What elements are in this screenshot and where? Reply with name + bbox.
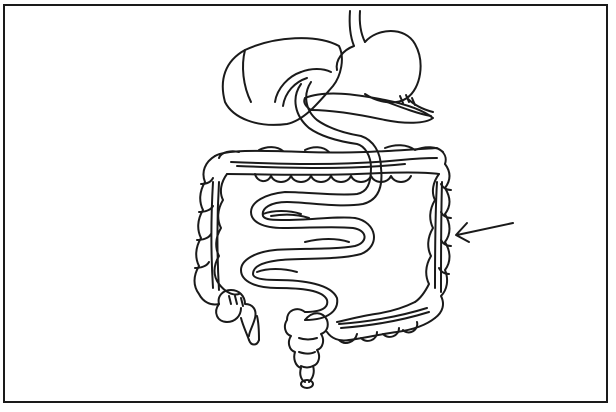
sigmoid-colon [327,302,435,343]
gallbladder [275,69,331,106]
liver [223,38,342,125]
descending-colon [415,164,451,318]
transverse-colon [215,145,446,182]
stomach [337,31,433,116]
cecum-appendix [216,290,259,345]
esophagus [350,11,365,46]
left-arrow-icon [456,223,513,242]
figure-frame [3,4,608,403]
small-intestine [241,168,381,320]
digestive-tract-illustration [5,6,606,401]
rectum [285,309,328,388]
ascending-colon [195,156,240,305]
